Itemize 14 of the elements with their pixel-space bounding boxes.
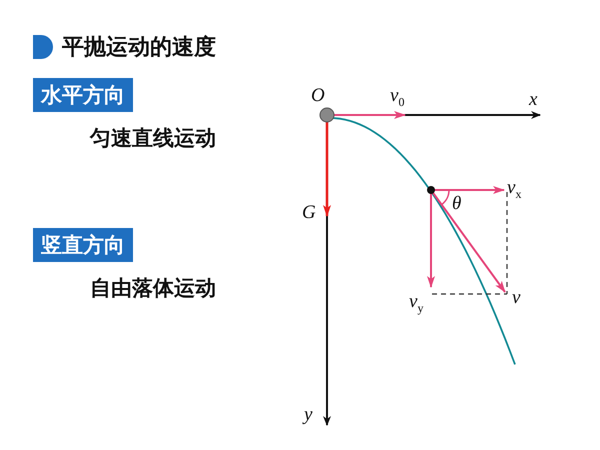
vector-label: v$_{x}$ — [507, 178, 522, 203]
axis-label: x — [529, 90, 538, 110]
vector-label: v$_{0}$ — [390, 86, 404, 111]
title: 平抛运动的速度 — [62, 34, 216, 62]
axis-label: y — [304, 405, 312, 425]
body-text: 匀速直线运动 — [90, 125, 216, 152]
point-label: O — [311, 86, 325, 106]
angle-label: θ — [452, 194, 462, 214]
section-heading: 竖直方向 — [33, 228, 133, 262]
section-heading: 水平方向 — [33, 78, 133, 112]
vector-label: G — [302, 203, 316, 223]
vector-label: v$_{y}$ — [409, 292, 424, 317]
body-text: 自由落体运动 — [90, 275, 216, 302]
vector-label: v — [512, 288, 520, 308]
